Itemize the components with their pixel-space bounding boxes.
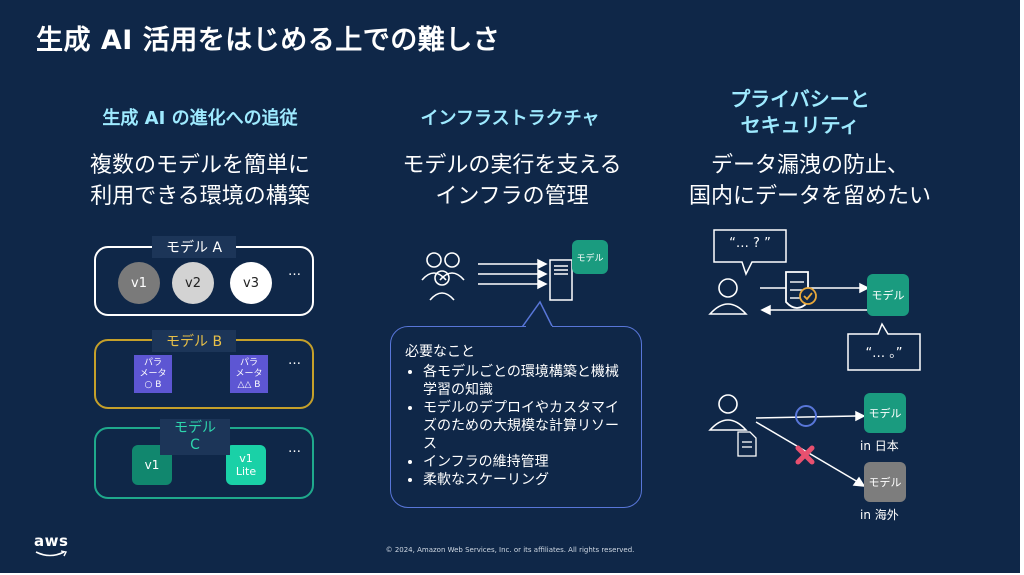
user-icon: [708, 394, 748, 431]
col2-subline2: インフラの管理: [435, 184, 589, 209]
model-b-label: モデル B: [152, 330, 237, 352]
requirements-bubble: 必要なこと 各モデルごとの環境構築と機械学習の知識 モデルのデプロイやカスタマイ…: [390, 326, 642, 508]
allowed-circle-icon: [795, 405, 817, 427]
model-a-more: …: [288, 264, 301, 279]
model-a-v2: v2: [172, 262, 214, 304]
model-b-param-2: パラ メータ △△ B: [230, 355, 268, 393]
aws-logo: aws: [34, 532, 69, 550]
col1-subtitle: 複数のモデルを簡単に 利用できる環境の構築: [50, 150, 350, 212]
col2-heading: インフラストラクチャ: [420, 108, 600, 129]
speech-bubble-bottom: [847, 322, 921, 371]
bubble-joint: [526, 326, 552, 329]
col2-subtitle: モデルの実行を支える インフラの管理: [362, 150, 662, 212]
user-icon: [708, 278, 748, 315]
model-c-more: …: [288, 441, 301, 456]
col2-model-tag: モデル: [572, 240, 608, 274]
col3-subline2: 国内にデータを留めたい: [688, 184, 931, 209]
col2-subline1: モデルの実行を支える: [402, 153, 622, 178]
blocked-cross-icon: [795, 445, 815, 465]
col3-heading-line1: プライバシーと: [730, 87, 870, 111]
document-icon: [737, 431, 757, 457]
model-a-v3: v3: [230, 262, 272, 304]
server-icon: [549, 259, 573, 301]
col1-subline2: 利用できる環境の構築: [90, 184, 310, 209]
users-icon: [421, 252, 465, 301]
col3-heading-line2: セキュリティ: [740, 113, 860, 137]
speech-bubble-top-text: “… ? ”: [729, 236, 771, 251]
col1-heading: 生成 AI の進化への追従: [102, 108, 298, 129]
requirement-item: 各モデルごとの環境構築と機械学習の知識: [423, 363, 631, 399]
requirements-list: 各モデルごとの環境構築と機械学習の知識 モデルのデプロイやカスタマイズのための大…: [405, 363, 631, 489]
model-b-box: パラ メータ ○ B パラ メータ △△ B …: [94, 339, 314, 409]
v1lite-line2: Lite: [235, 465, 257, 478]
v1lite-line1: v1: [239, 452, 253, 465]
aws-logo-smile-icon: [35, 550, 68, 557]
infra-diagram: [421, 252, 573, 301]
speech-bubble-top: [713, 229, 787, 276]
col3-heading: プライバシーと セキュリティ: [690, 86, 910, 138]
model-c-label-line2: C: [190, 437, 200, 453]
japan-label: in 日本: [860, 439, 899, 453]
requirement-item: インフラの維持管理: [423, 453, 631, 471]
model-a-box: v1 v2 v3 …: [94, 246, 314, 316]
model-c-v1-lite: v1 Lite: [226, 445, 266, 485]
param-2-line3: △△ B: [237, 380, 261, 390]
model-c-label: モデル C: [160, 419, 230, 455]
model-a-label: モデル A: [152, 236, 237, 258]
footer-copyright: © 2024, Amazon Web Services, Inc. or its…: [385, 546, 635, 554]
page-title: 生成 AI 活用をはじめる上での難しさ: [36, 25, 501, 56]
model-b-more: …: [288, 353, 301, 368]
model-japan-tag: モデル: [864, 393, 906, 433]
model-overseas-tag: モデル: [864, 462, 906, 502]
bubble-pointer: [520, 300, 555, 330]
requirement-item: モデルのデプロイやカスタマイズのための大規模な計算リソース: [423, 399, 631, 453]
requirements-title: 必要なこと: [405, 344, 475, 360]
requirement-item: 柔軟なスケーリング: [423, 471, 631, 489]
shield-icon: [785, 271, 817, 309]
residency-diagram: [708, 394, 866, 487]
model-a-v1: v1: [118, 262, 160, 304]
col3-subtitle: データ漏洩の防止、 国内にデータを留めたい: [660, 150, 960, 212]
col3-subline1: データ漏洩の防止、: [710, 153, 909, 178]
param-1-line3: ○ B: [144, 380, 162, 390]
param-1-line1: パラ: [143, 358, 162, 368]
arrows-icon: [755, 410, 866, 487]
overseas-label: in 海外: [860, 508, 899, 522]
model-c-label-line1: モデル: [174, 420, 216, 436]
speech-bubble-bottom-text: “… 。”: [865, 346, 903, 361]
param-2-line2: メータ: [235, 369, 263, 379]
param-2-line1: パラ: [239, 358, 258, 368]
param-1-line2: メータ: [139, 369, 167, 379]
arrows-icon: [478, 258, 548, 290]
col3-model-tag: モデル: [867, 274, 909, 316]
privacy-diagram: [708, 271, 870, 316]
model-b-param-1: パラ メータ ○ B: [134, 355, 172, 393]
col1-subline1: 複数のモデルを簡単に: [89, 153, 310, 178]
